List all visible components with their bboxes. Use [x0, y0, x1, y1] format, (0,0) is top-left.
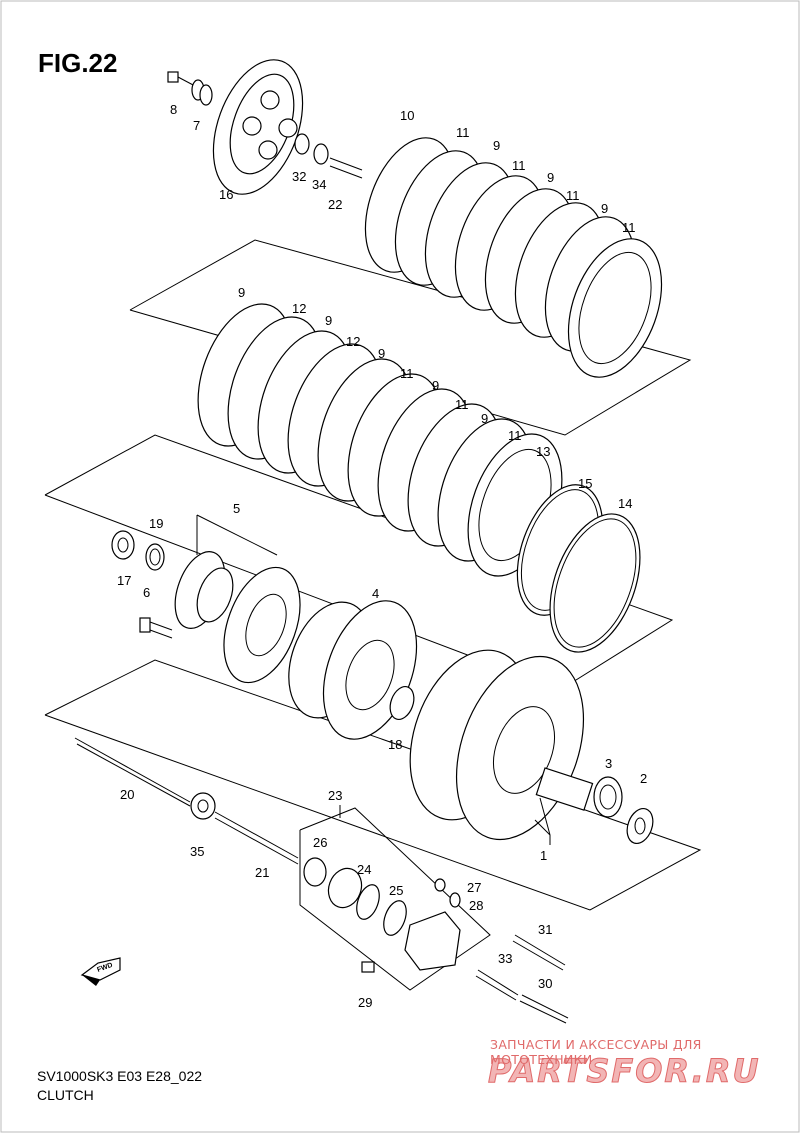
callout-17: 17	[117, 573, 131, 588]
clutch-slave-cylinder	[303, 857, 461, 973]
callout-3: 3	[605, 756, 612, 771]
callout-22: 22	[328, 197, 342, 212]
clutch-damper-hub	[174, 551, 301, 684]
bolt-and-spring	[167, 71, 213, 106]
spring-washer-and-seat	[516, 484, 641, 653]
callout-9g: 9	[432, 378, 439, 393]
callout-11b: 11	[512, 158, 526, 173]
callout-33: 33	[498, 951, 512, 966]
clutch-sleeve-hub	[288, 600, 418, 740]
callout-11c: 11	[566, 188, 580, 203]
callout-35: 35	[190, 844, 204, 859]
callout-8: 8	[170, 102, 177, 117]
callout-1: 1	[540, 848, 547, 863]
hub-nut-and-washer	[111, 530, 165, 571]
washer-and-pushrod	[294, 133, 363, 179]
callout-26: 26	[313, 835, 327, 850]
callout-6: 6	[143, 585, 150, 600]
middle-plate-stack	[197, 303, 563, 577]
callout-11f: 11	[455, 397, 469, 412]
callout-9d: 9	[238, 285, 245, 300]
callout-29: 29	[358, 995, 372, 1010]
callout-9e: 9	[325, 313, 332, 328]
callout-34: 34	[312, 177, 326, 192]
callout-31: 31	[538, 922, 552, 937]
model-code: SV1000SK3 E03 E28_022	[37, 1068, 203, 1084]
callout-24: 24	[357, 862, 371, 877]
callout-10: 10	[400, 108, 414, 123]
callout-9b: 9	[547, 170, 554, 185]
callout-12b: 12	[346, 334, 360, 349]
callout-28: 28	[469, 898, 483, 913]
callout-11a: 11	[456, 125, 470, 140]
figure-title: FIG.22	[38, 48, 118, 78]
upper-plate-stack	[364, 137, 663, 378]
needle-bearing-and-washer	[593, 776, 654, 845]
callout-21: 21	[255, 865, 269, 880]
pressure-plate	[212, 59, 304, 195]
callout-9c: 9	[601, 201, 608, 216]
callout-18: 18	[388, 737, 402, 752]
callout-32: 32	[292, 169, 306, 184]
callout-11g: 11	[508, 428, 522, 443]
callout-leaders	[196, 514, 551, 845]
callout-11d: 11	[622, 220, 636, 235]
callout-4: 4	[372, 586, 379, 601]
primary-driven-gear-assembly	[409, 649, 594, 841]
callout-11e: 11	[400, 366, 414, 381]
callout-12a: 12	[292, 301, 306, 316]
watermark-brand: PARTSFOR.RU	[488, 1052, 760, 1090]
slave-cylinder-box	[299, 807, 491, 991]
group-name: CLUTCH	[37, 1087, 94, 1103]
thrust-washer	[389, 685, 415, 721]
callout-23: 23	[328, 788, 342, 803]
watermark-tagline: ЗАПЧАСТИ И АКСЕССУАРЫ ДЛЯ МОТОТЕХНИКИ	[490, 1037, 702, 1067]
hub-guide	[44, 659, 702, 911]
callout-20: 20	[120, 787, 134, 802]
callout-5: 5	[233, 501, 240, 516]
callout-14: 14	[618, 496, 632, 511]
callout-30: 30	[538, 976, 552, 991]
slave-cylinder-bolts	[475, 934, 569, 1024]
callout-9h: 9	[481, 411, 488, 426]
callout-7: 7	[193, 118, 200, 133]
callout-2: 2	[640, 771, 647, 786]
damper-bolt	[139, 617, 173, 639]
callout-13: 13	[536, 444, 550, 459]
callout-9f: 9	[378, 346, 385, 361]
callout-19: 19	[149, 516, 163, 531]
callout-25: 25	[389, 883, 403, 898]
callout-27: 27	[467, 880, 481, 895]
callout-9a: 9	[493, 138, 500, 153]
callout-16: 16	[219, 187, 233, 202]
forward-direction-arrow: FWD	[80, 957, 121, 986]
callout-15: 15	[578, 476, 592, 491]
clutch-push-rods	[74, 737, 299, 865]
